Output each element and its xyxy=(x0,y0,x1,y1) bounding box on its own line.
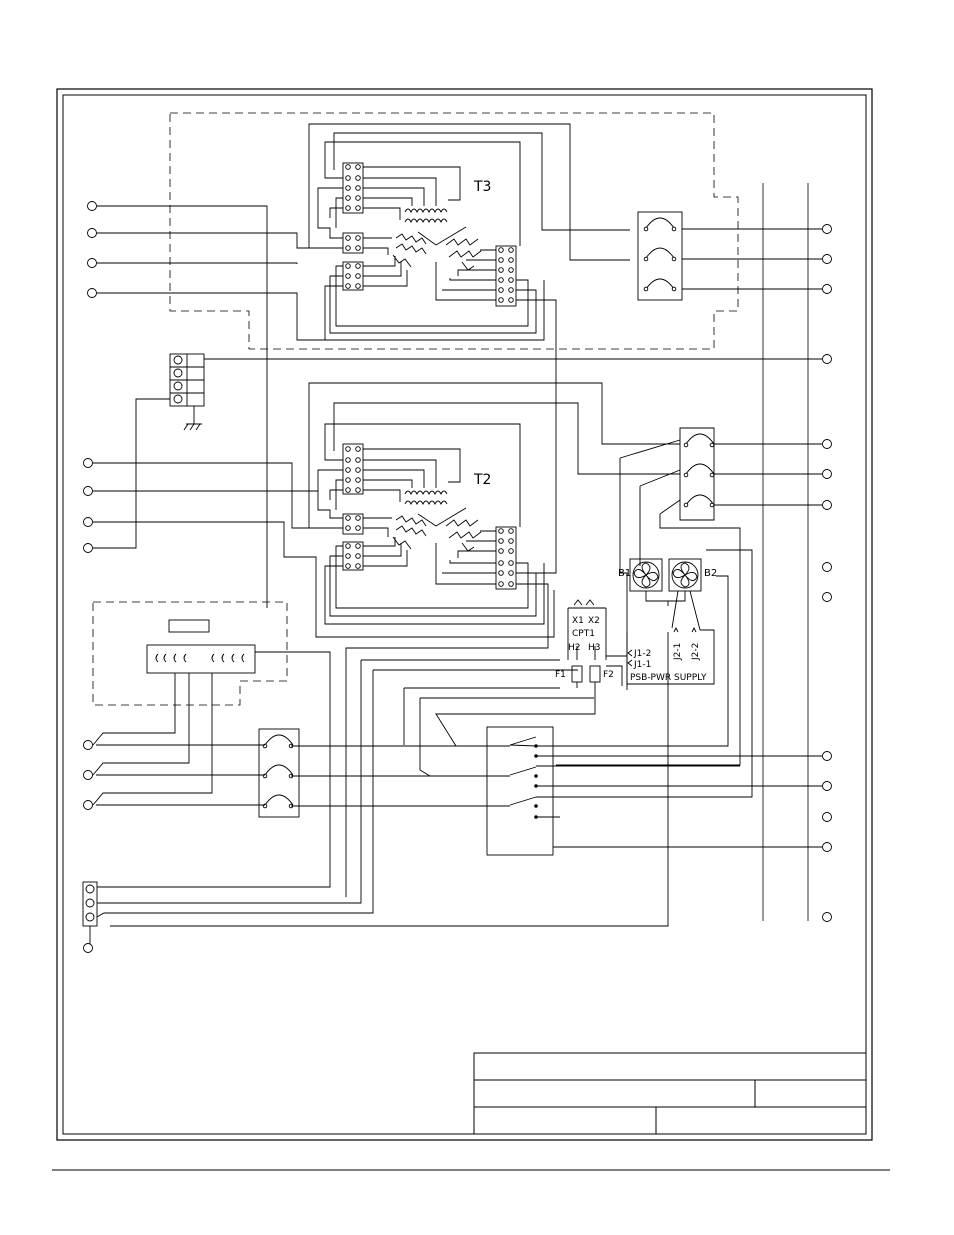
t2-terminal-block-right xyxy=(496,527,516,589)
terminal xyxy=(88,229,97,238)
filter-module xyxy=(147,620,255,673)
terminal xyxy=(88,259,97,268)
transformer-t3 xyxy=(309,124,630,420)
cpt1-x2: X2 xyxy=(588,616,600,626)
terminal xyxy=(84,544,93,553)
fan-b2 xyxy=(669,559,701,591)
fan-b2-label: B2 xyxy=(704,568,717,579)
terminal xyxy=(823,913,832,922)
terminal xyxy=(823,593,832,602)
terminal xyxy=(823,782,832,791)
terminal xyxy=(84,459,93,468)
terminal xyxy=(823,285,832,294)
breaker-lower xyxy=(259,729,299,817)
terminal xyxy=(823,255,832,264)
cpt1-h2: H2 xyxy=(568,643,581,653)
terminal xyxy=(823,501,832,510)
terminal xyxy=(823,813,832,822)
psb-j1-1: J1-1 xyxy=(633,660,651,670)
t3-terminal-block-right xyxy=(496,246,516,306)
cpt1-label: CPT1 xyxy=(572,629,595,639)
fuse-f1-label: F1 xyxy=(555,670,566,680)
fuse-f2-label: F2 xyxy=(603,670,614,680)
terminal xyxy=(823,225,832,234)
t3-label: T3 xyxy=(473,179,491,195)
t3-terminal-block-middle xyxy=(343,233,363,253)
breaker-middle xyxy=(680,428,714,520)
terminal xyxy=(88,202,97,211)
breaker-upper xyxy=(638,212,682,300)
terminal xyxy=(84,944,93,953)
terminal xyxy=(88,289,97,298)
terminal xyxy=(84,487,93,496)
title-block xyxy=(474,1053,866,1134)
control-terminal-strip xyxy=(83,882,97,926)
drawing-frame xyxy=(57,89,872,1140)
bus-lines xyxy=(763,183,808,921)
terminal xyxy=(823,843,832,852)
t2-label: T2 xyxy=(473,472,491,488)
terminal xyxy=(823,563,832,572)
psb-j2-2: J2-2 xyxy=(691,643,701,661)
terminal xyxy=(823,752,832,761)
terminal xyxy=(84,771,93,780)
terminal xyxy=(823,440,832,449)
transformer-t2 xyxy=(309,383,680,897)
field-terminals xyxy=(84,202,832,953)
fan-b1 xyxy=(630,559,662,591)
psb-j1-2: J1-2 xyxy=(633,649,651,659)
cpt1-x1: X1 xyxy=(572,616,584,626)
terminal xyxy=(823,470,832,479)
terminal xyxy=(84,518,93,527)
terminal xyxy=(84,801,93,810)
cpt1-h3: H3 xyxy=(588,643,601,653)
terminal xyxy=(823,355,832,364)
terminal xyxy=(84,741,93,750)
ground-terminal-strip xyxy=(170,354,204,430)
psb-label: PSB-PWR SUPPLY xyxy=(630,673,707,683)
psb-j2-1: J2-1 xyxy=(673,643,683,661)
